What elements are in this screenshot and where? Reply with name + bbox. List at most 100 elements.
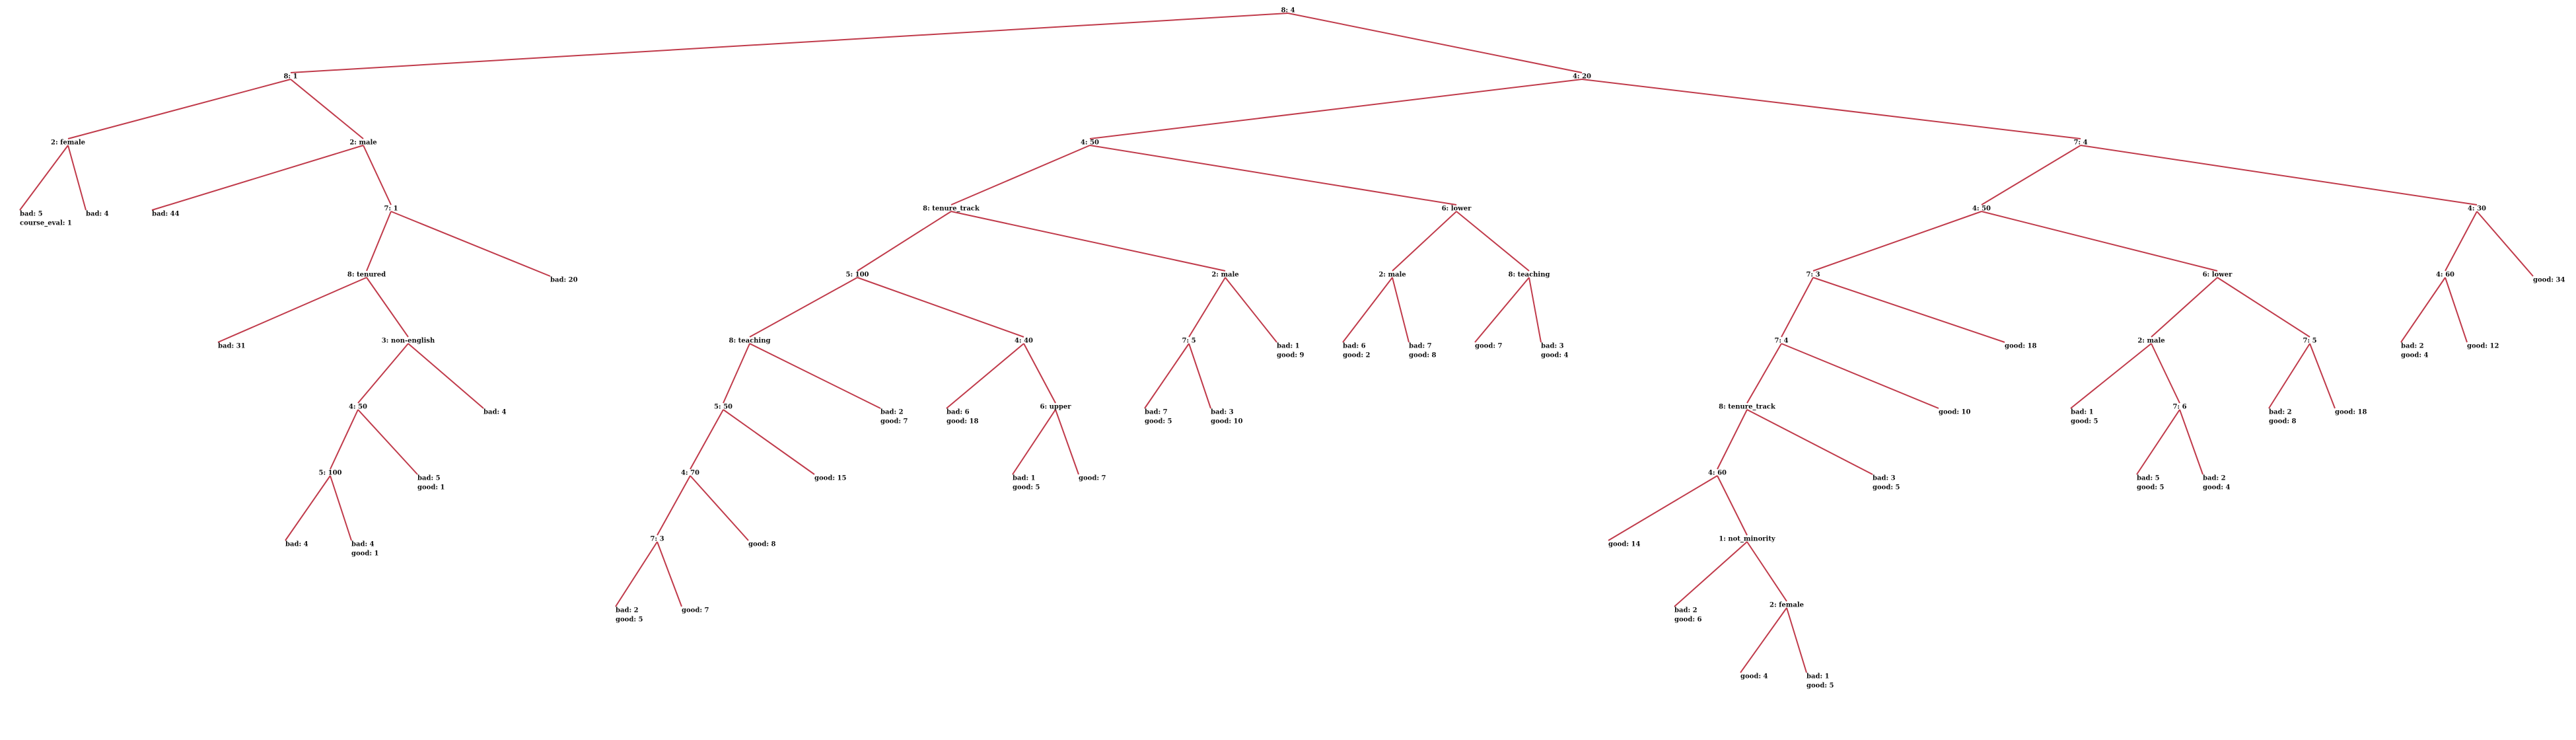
split-label: 1: not_minority <box>1719 536 1776 543</box>
leaf-label: bad: 7 <box>1409 343 1432 350</box>
split-node: 4: 60 <box>2436 272 2454 279</box>
tree-edge-n48-n72 <box>2080 145 2478 205</box>
tree-edge-n42-n44 <box>1392 277 1410 343</box>
split-node: 4: 50 <box>1972 205 1991 213</box>
leaf-label: good: 10 <box>1211 418 1242 426</box>
leaf-label: good: 18 <box>947 418 978 426</box>
tree-edge-n31-n33 <box>1023 343 1056 404</box>
tree-edge-n20-n21 <box>857 211 952 272</box>
leaf-label: bad: 31 <box>218 343 246 350</box>
tree-edge-n25-n27 <box>657 541 682 607</box>
leaf-label: good: 14 <box>1608 541 1640 548</box>
split-node: 8: tenure_track <box>1719 404 1776 411</box>
split-label: 4: 30 <box>2468 205 2486 213</box>
tree-edge-n24-n25 <box>657 475 691 536</box>
leaf-node: good: 18 <box>2335 409 2367 416</box>
leaf-node: bad: 4 <box>285 541 308 548</box>
tree-edge-n66-n67 <box>2136 409 2180 475</box>
tree-edge-n8-n10 <box>366 277 409 338</box>
tree-edge-n51-n52 <box>1746 343 1782 404</box>
leaf-label: bad: 6 <box>1343 343 1366 350</box>
leaf-label: good: 18 <box>2005 343 2036 350</box>
tree-edge-n8-n9 <box>217 277 367 343</box>
tree-edge-n50-n51 <box>1781 277 1814 338</box>
tree-edge-n69-n71 <box>2309 343 2336 409</box>
split-label: 7: 3 <box>1806 272 1820 279</box>
split-node: 4: 20 <box>1573 73 1591 81</box>
tree-edge-n45-n46 <box>1474 277 1530 343</box>
leaf-label: bad: 2 <box>880 409 904 416</box>
split-label: 6: lower <box>2203 272 2233 279</box>
leaf-label: good: 8 <box>1409 352 1436 359</box>
leaf-node: good: 7 <box>682 607 709 614</box>
split-label: 8: 4 <box>1281 7 1295 15</box>
split-label: 4: 60 <box>1708 470 1727 477</box>
split-label: 8: tenured <box>347 272 386 279</box>
tree-edge-n31-n32 <box>946 343 1024 409</box>
leaf-label: good: 34 <box>2533 277 2565 284</box>
tree-edge-n72-n73 <box>2445 211 2478 272</box>
tree-edge-n2-n4 <box>67 145 87 211</box>
leaf-label: bad: 2 <box>2401 343 2424 350</box>
split-label: 2: male <box>1378 272 1406 279</box>
split-label: 2: male <box>349 139 376 147</box>
leaf-label: bad: 2 <box>616 607 639 614</box>
split-label: 4: 70 <box>681 470 699 477</box>
leaf-label: good: 5 <box>2137 484 2164 492</box>
leaf-label: bad: 5 <box>20 211 43 218</box>
leaf-label: bad: 4 <box>483 409 507 416</box>
tree-edge-n72-n76 <box>2476 211 2534 277</box>
tree-edge-n10-n11 <box>357 343 409 404</box>
leaf-label: good: 4 <box>2203 484 2230 492</box>
tree-edge-n45-n47 <box>1528 277 1542 343</box>
split-label: 4: 20 <box>1573 73 1591 81</box>
leaf-label: good: 12 <box>2467 343 2499 350</box>
leaf-label: good: 7 <box>682 607 709 614</box>
tree-edge-n73-n75 <box>2445 277 2468 343</box>
leaf-node: bad: 4 <box>483 409 507 416</box>
split-label: 4: 50 <box>349 404 367 411</box>
split-node: 2: female <box>51 139 85 147</box>
leaf-node: good: 8 <box>748 541 775 548</box>
split-label: 4: 50 <box>1972 205 1991 213</box>
split-label: 8: tenure_track <box>923 205 980 213</box>
tree-edge-n33-n35 <box>1055 409 1079 475</box>
tree-edge-n25-n26 <box>615 541 658 607</box>
tree-edge-n20-n36 <box>950 211 1226 272</box>
tree-edge-n22-n23 <box>723 343 750 404</box>
tree-edge-n48-n49 <box>1981 145 2081 205</box>
leaf-label: bad: 5 <box>417 475 441 482</box>
tree-edge-n64-n65 <box>2070 343 2152 409</box>
tree-edge-n12-n13 <box>285 475 331 541</box>
split-label: 5: 100 <box>845 272 869 279</box>
leaf-label: bad: 2 <box>1674 607 1698 614</box>
tree-edge-n37-n38 <box>1144 343 1190 409</box>
tree-edge-n66-n68 <box>2179 409 2203 475</box>
leaf-label: bad: 1 <box>1277 343 1300 350</box>
split-label: 4: 60 <box>2436 272 2454 279</box>
leaf-label: bad: 7 <box>1145 409 1168 416</box>
split-node: 7: 1 <box>384 205 398 213</box>
leaf-label: good: 4 <box>1541 352 1568 359</box>
leaf-label: good: 6 <box>1674 616 1701 624</box>
tree-edge-n57-n59 <box>1786 607 1807 673</box>
tree-edge-n36-n37 <box>1188 277 1226 338</box>
leaf-node: good: 18 <box>2005 343 2036 350</box>
leaf-label: good: 15 <box>814 475 846 482</box>
leaf-label: good: 5 <box>2071 418 2098 426</box>
split-node: 4: 50 <box>349 404 367 411</box>
leaf-label: bad: 2 <box>2269 409 2292 416</box>
leaf-label: good: 1 <box>351 550 378 558</box>
leaf-label: bad: 4 <box>86 211 109 218</box>
split-node: 4: 70 <box>681 470 699 477</box>
